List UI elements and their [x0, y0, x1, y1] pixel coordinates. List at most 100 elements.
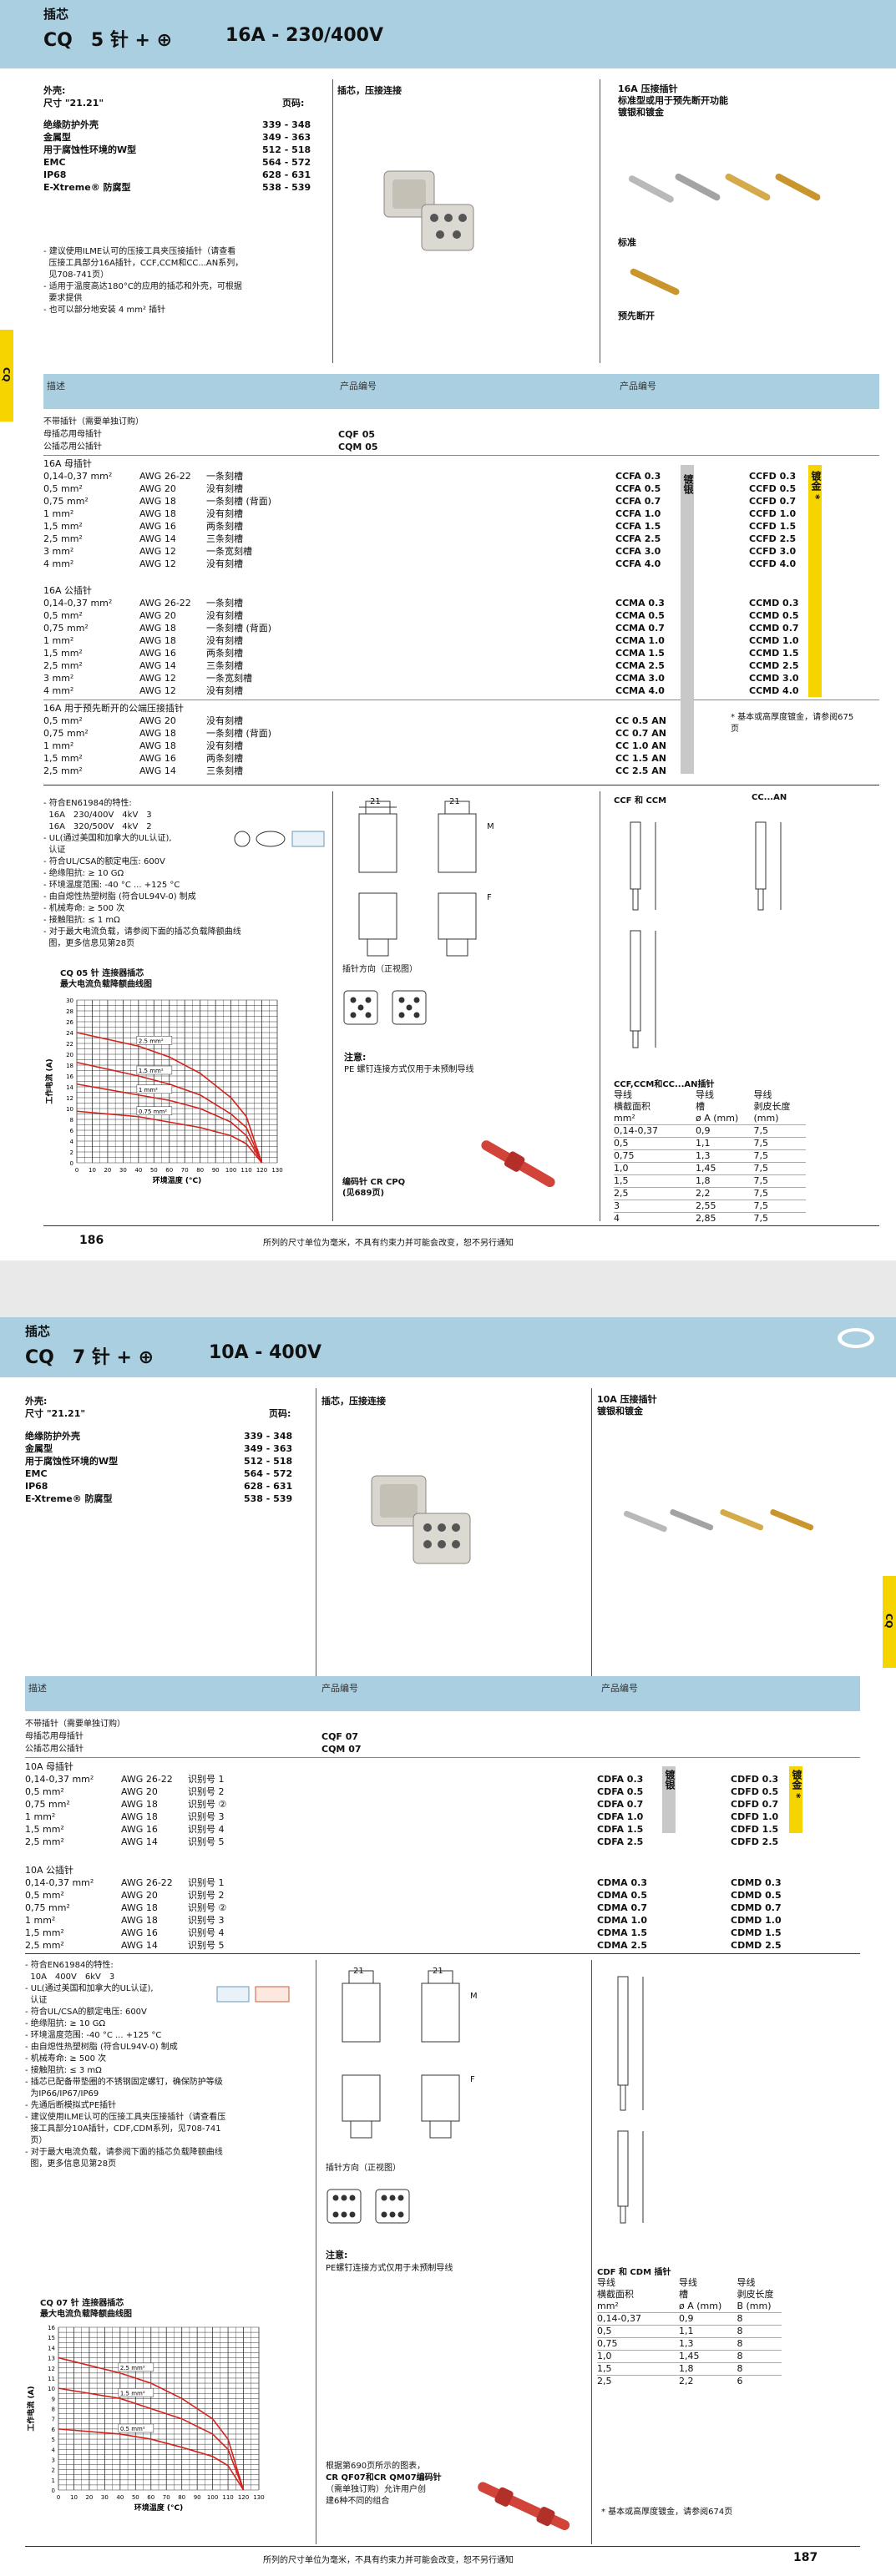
awg: AWG 18 — [121, 1811, 158, 1822]
y-tick-label: 0 — [52, 2488, 55, 2494]
code-gold: CCMD 2.5 — [749, 660, 799, 671]
marking: 没有刻槽 — [206, 558, 243, 569]
code-silver: CDMA 0.5 — [597, 1890, 647, 1901]
x-tick-label: 20 — [104, 1167, 111, 1174]
marking: 三条刻槽 — [206, 660, 243, 671]
cross-section: 0,75 mm² — [25, 1799, 70, 1810]
code-silver: CCMA 1.5 — [615, 648, 665, 659]
table-header-cell: 导线 — [737, 2277, 756, 2288]
page-title: CQ 7 针 + ⊕ — [25, 1347, 154, 1368]
note-body: PE 螺钉连接方式仅用于未预制导线 — [344, 1065, 474, 1074]
marking: 没有刻槽 — [206, 610, 243, 621]
x-tick-label: 80 — [196, 1167, 204, 1174]
marking: 没有刻槽 — [206, 715, 243, 726]
code-silver: CCFA 1.5 — [615, 521, 661, 532]
awg: AWG 18 — [139, 508, 176, 519]
y-tick-label: 2 — [70, 1149, 73, 1156]
pins-table-title: CDF 和 CDM 插针 — [597, 2268, 671, 2277]
housing-type: 金属型 — [43, 132, 71, 143]
marking: 一条刻槽 — [206, 598, 243, 609]
housing-pages: 538 - 539 — [244, 1493, 293, 1504]
pin-section-title: 10A 压接插针镀银和镀金 — [597, 1394, 657, 1417]
gold-plated-bar — [808, 465, 822, 697]
spec-list: - 符合EN61984的特性: 10A 400V 6kV 3- UL(通过美国和… — [25, 1960, 313, 2170]
x-tick-label: 90 — [212, 1167, 220, 1174]
cross-section: 3 mm² — [43, 673, 74, 684]
table-cell: 8 — [737, 2351, 743, 2361]
cross-section: 2,5 mm² — [25, 1940, 64, 1951]
x-tick-label: 70 — [181, 1167, 189, 1174]
marking: 没有刻槽 — [206, 508, 243, 519]
awg: AWG 14 — [139, 765, 176, 776]
pins-photo — [618, 1497, 827, 1555]
text-line: - 机械寿命: ≥ 500 次 — [25, 2054, 107, 2063]
text-line: - 也可以部分地安装 4 mm² 插针 — [43, 306, 166, 315]
y-tick-label: 1 — [52, 2478, 55, 2484]
marking: 识别号 3 — [188, 1915, 225, 1926]
code-gold: CCFD 0.3 — [749, 471, 797, 482]
coding-note: 根据第690页所示的图表，CR QF07和CR QM07编码针（需单独订购）允许… — [326, 2462, 442, 2506]
page-header: 插芯 CQ 5 针 + ⊕ 16A - 230/400V — [0, 0, 896, 68]
awg: AWG 14 — [139, 533, 176, 544]
code-silver: CCMA 1.0 — [615, 635, 665, 646]
awg: AWG 14 — [139, 660, 176, 671]
table-cell: 0,14-0,37 — [614, 1125, 658, 1136]
chart1-title: CQ 05 针 连接器插芯最大电流负载降额曲线图 — [60, 969, 152, 989]
silver-plated-bar — [681, 465, 694, 774]
text-line: - 符合UL/CSA的额定电压: 600V — [43, 857, 165, 866]
series-label-box — [136, 1084, 173, 1094]
x-tick-label: 120 — [256, 1167, 267, 1174]
female-pins-header: 16A 母插针 — [43, 458, 93, 469]
housing-type: 绝缘防护外壳 — [43, 119, 99, 130]
x-tick-label: 50 — [132, 2494, 139, 2501]
code-gold: CDFD 0.7 — [731, 1799, 779, 1810]
marking: 识别号 2 — [188, 1786, 225, 1797]
text-line: 10A 400V 6kV 3 — [25, 1972, 115, 1982]
table-cell: 7,5 — [753, 1213, 768, 1224]
coding-pin-label: 编码针 CR CPQ(见689页) — [342, 1178, 406, 1198]
marking: 一条刻槽 (背面) — [206, 728, 272, 739]
x-tick-label: 100 — [207, 2494, 218, 2501]
housing-type: 用于腐蚀性环境的W型 — [25, 1456, 119, 1467]
text-line: - 插芯已配备带垫圈的不锈钢固定螺钉，确保防护等级 — [25, 2078, 223, 2087]
table-header-cell: 横截面积 — [597, 2289, 634, 2300]
y-tick-label: 7 — [52, 2417, 55, 2423]
cross-section: 4 mm² — [43, 685, 74, 696]
text-line: - 机械寿命: ≥ 500 次 — [43, 904, 125, 913]
wiring-label: 插针方向（正视图） — [342, 965, 418, 974]
text-line: - 绝缘阻抗: ≥ 10 GΩ — [25, 2019, 106, 2028]
code-gold: CDFD 2.5 — [731, 1836, 779, 1847]
size-label: 尺寸 "21.21" — [25, 1408, 86, 1419]
catalog-page-186: 插芯 CQ 5 针 + ⊕ 16A - 230/400V 外壳: 尺寸 "21.… — [0, 0, 896, 1260]
page-title: CQ 5 针 + ⊕ — [43, 30, 173, 51]
crimp-insert-title: 插芯，压接连接 — [321, 1396, 386, 1407]
housing-header: 外壳: — [25, 1396, 48, 1407]
cross-section: 0,5 mm² — [43, 483, 83, 494]
pre-break-pin-photo — [626, 265, 685, 299]
table-cell: 8 — [737, 2326, 743, 2336]
x-tick-label: 0 — [75, 1167, 78, 1174]
awg: AWG 14 — [121, 1836, 158, 1847]
table-cell: 2,85 — [695, 1213, 716, 1224]
marking: 没有刻槽 — [206, 483, 243, 494]
x-tick-label: 40 — [116, 2494, 124, 2501]
cross-section: 1,5 mm² — [43, 648, 83, 659]
marking: 没有刻槽 — [206, 740, 243, 751]
table-cell: 1,3 — [678, 2338, 694, 2349]
text-line: 认证 — [43, 846, 66, 855]
code-silver: CDMA 0.3 — [597, 1877, 647, 1888]
awg: AWG 18 — [139, 635, 176, 646]
x-tick-label: 80 — [178, 2494, 185, 2501]
awg: AWG 18 — [121, 1799, 158, 1810]
code-silver: CDMA 1.0 — [597, 1915, 647, 1926]
awg: AWG 26-22 — [139, 598, 191, 609]
y-tick-label: 30 — [66, 998, 73, 1004]
series-line — [76, 1083, 263, 1164]
housing-type: EMC — [25, 1468, 48, 1479]
